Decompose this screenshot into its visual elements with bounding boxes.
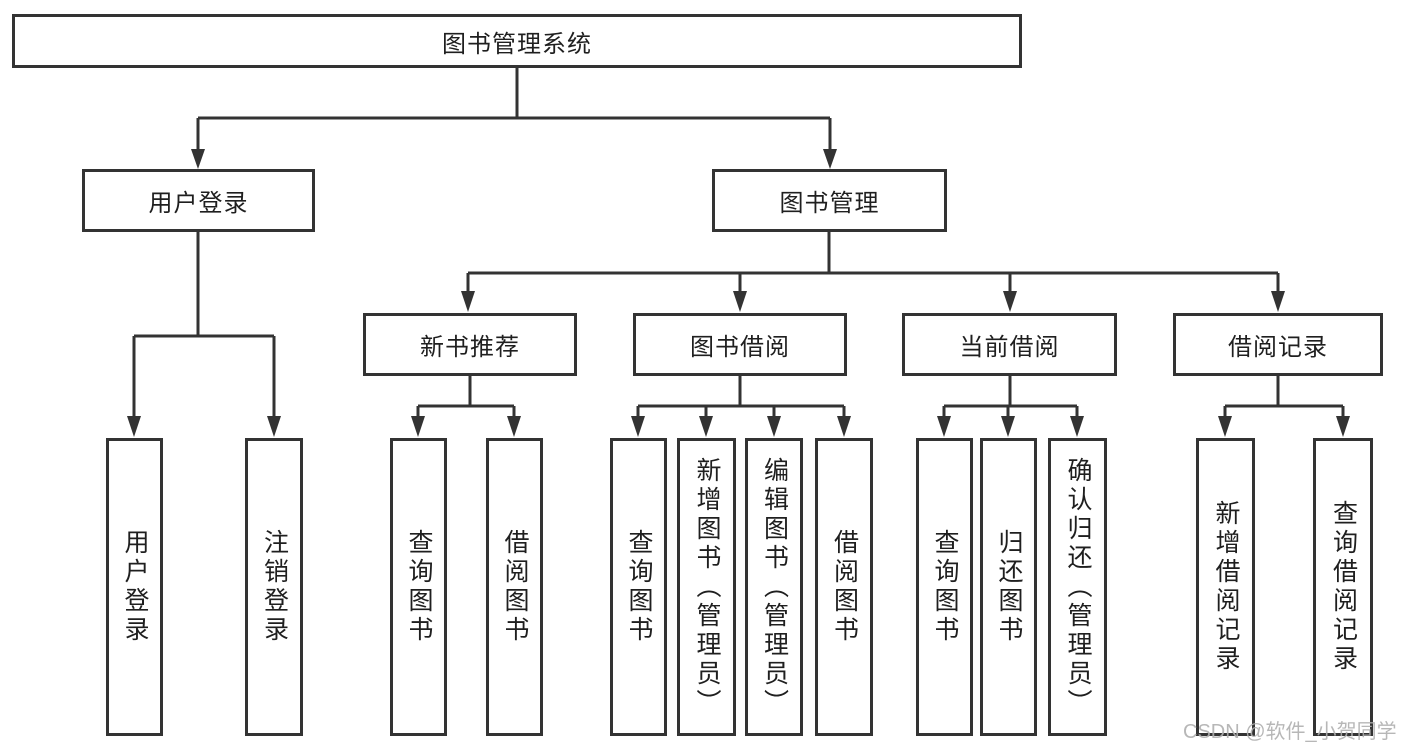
node-leaf-bb-search-books: 查询图书 xyxy=(610,438,667,736)
arrowhead xyxy=(1001,416,1015,437)
node-borrowing-records: 借阅记录 xyxy=(1173,313,1383,376)
arrowhead xyxy=(823,149,837,169)
connector-user-login-to-leaves xyxy=(127,232,281,437)
arrowhead xyxy=(733,291,747,312)
node-book-management: 图书管理 xyxy=(712,169,947,232)
node-leaf-cb-confirm-return-admin: 确认归还（管理员） xyxy=(1048,438,1107,736)
node-leaf-cb-return-books: 归还图书 xyxy=(980,438,1037,736)
node-new-book-recommend: 新书推荐 xyxy=(363,313,577,376)
node-leaf-bb-edit-books-admin: 编辑图书（管理员） xyxy=(745,438,803,736)
arrowhead xyxy=(631,416,645,437)
arrowhead xyxy=(767,416,781,437)
node-leaf-nbr-borrow-books: 借阅图书 xyxy=(486,438,543,736)
arrowhead xyxy=(191,149,205,169)
node-leaf-br-add-record: 新增借阅记录 xyxy=(1196,438,1255,736)
connector-current-borrowing-to-leaves xyxy=(937,376,1084,437)
node-leaf-user-login: 用户登录 xyxy=(106,438,163,736)
node-leaf-br-search-record: 查询借阅记录 xyxy=(1313,438,1373,736)
node-leaf-bb-add-books-admin: 新增图书（管理员） xyxy=(677,438,736,736)
node-current-borrowing: 当前借阅 xyxy=(902,313,1117,376)
node-leaf-nbr-search-books: 查询图书 xyxy=(390,438,447,736)
connector-book-borrowing-to-leaves xyxy=(631,376,851,437)
node-leaf-logout: 注销登录 xyxy=(245,438,303,736)
arrowhead xyxy=(127,416,141,437)
arrowhead xyxy=(1070,416,1084,437)
node-root: 图书管理系统 xyxy=(12,14,1022,68)
connector-root-to-level2 xyxy=(191,68,837,169)
node-user-login: 用户登录 xyxy=(82,169,315,232)
arrowhead xyxy=(837,416,851,437)
arrowhead xyxy=(1271,291,1285,312)
arrowhead xyxy=(937,416,951,437)
arrowhead xyxy=(411,416,425,437)
watermark: CSDN @软件_小贺同学 xyxy=(1183,721,1397,743)
arrowhead xyxy=(699,416,713,437)
arrowhead xyxy=(1218,416,1232,437)
arrowhead xyxy=(1003,291,1017,312)
connector-new-book-recommend-to-leaves xyxy=(411,376,521,437)
arrowhead xyxy=(507,416,521,437)
arrowhead xyxy=(267,416,281,437)
node-leaf-cb-search-books: 查询图书 xyxy=(916,438,973,736)
node-leaf-bb-borrow-books: 借阅图书 xyxy=(815,438,873,736)
arrowhead xyxy=(461,291,475,312)
connector-borrowing-records-to-leaves xyxy=(1218,376,1350,437)
node-book-borrowing: 图书借阅 xyxy=(633,313,847,376)
arrowhead xyxy=(1336,416,1350,437)
connector-book-management-to-level3 xyxy=(461,232,1285,312)
